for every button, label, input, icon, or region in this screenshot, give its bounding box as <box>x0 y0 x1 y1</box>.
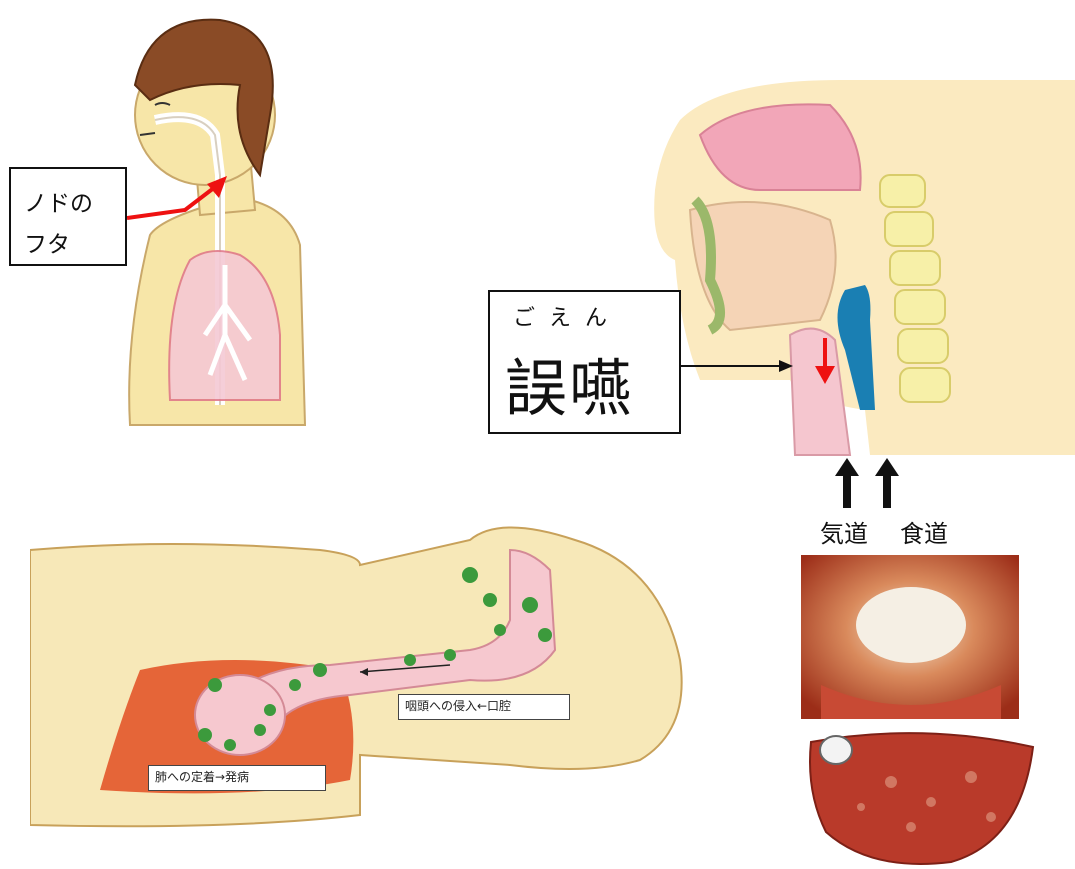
mouth-photo <box>801 555 1019 719</box>
infection-route-diagram <box>30 520 700 840</box>
black-up-arrow-icon <box>873 458 901 508</box>
epiglottis-label-line2: フタ <box>24 225 70 259</box>
pointer-arrow-icon <box>681 356 796 376</box>
red-down-arrow-icon <box>813 338 837 388</box>
red-arrow-icon <box>127 170 237 230</box>
aspiration-kanji: 誤嚥 <box>505 338 633 428</box>
pharynx-label: 咽頭への侵入←口腔 <box>398 694 570 720</box>
lung-label: 肺への定着→発病 <box>148 765 326 791</box>
denture-photo <box>801 722 1043 869</box>
esophagus-label: 食道 <box>900 514 948 549</box>
black-up-arrow-icon <box>833 458 861 508</box>
airway-label: 気道 <box>820 514 868 549</box>
aspiration-ruby: ごえん <box>513 300 621 332</box>
epiglottis-label-line1: ノドの <box>24 184 93 218</box>
head-cross-section <box>640 80 1075 460</box>
